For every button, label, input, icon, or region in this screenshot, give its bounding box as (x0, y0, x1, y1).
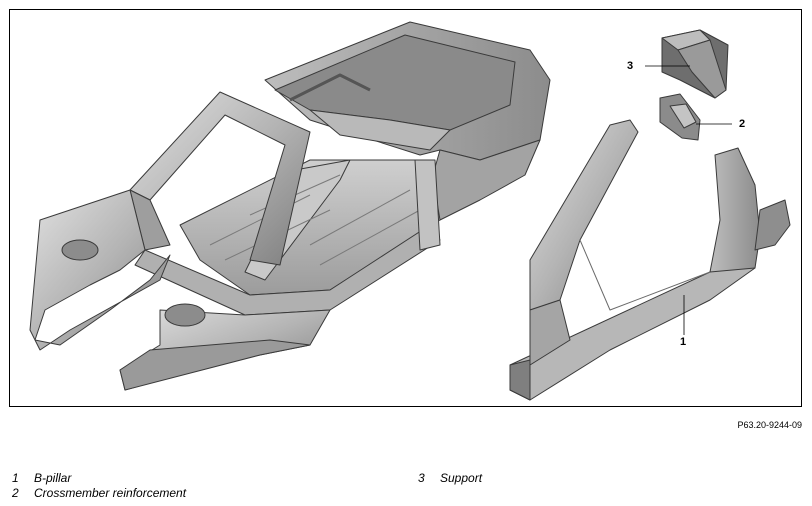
body-shell (29, 21, 551, 391)
legend-label: B-pillar (34, 471, 72, 485)
front-strut-left (29, 189, 171, 351)
legend-label: Crossmember reinforcement (34, 486, 187, 500)
strut-tower-left (61, 239, 99, 261)
rear-shelf (309, 109, 451, 151)
roll-hoop (289, 73, 371, 102)
callout-2: 2 (739, 118, 746, 130)
figure-frame: 3 2 1 (9, 9, 802, 407)
strut-tower-right (164, 303, 206, 327)
b-pillar-part (509, 119, 791, 401)
callout-3: 3 (627, 60, 634, 72)
legend-number: 1 (12, 471, 19, 485)
legend-number: 2 (12, 486, 19, 500)
legend-entry-3: 3 Support (418, 471, 482, 485)
reference-code: P63.20-9244-09 (737, 420, 802, 430)
illustration-canvas (29, 21, 791, 401)
legend-entry-1: 1 B-pillar (12, 471, 71, 485)
legend-number: 3 (418, 471, 425, 485)
body-b-pillar (414, 159, 441, 251)
legend-label: Support (440, 471, 483, 485)
front-rail (119, 339, 311, 391)
support-part (661, 29, 729, 99)
crossmember-reinforcement-part (659, 93, 701, 141)
legend-entry-2: 2 Crossmember reinforcement (12, 486, 186, 500)
callout-1: 1 (680, 336, 687, 348)
windshield-frame (129, 91, 311, 266)
leader-lines (645, 65, 732, 335)
